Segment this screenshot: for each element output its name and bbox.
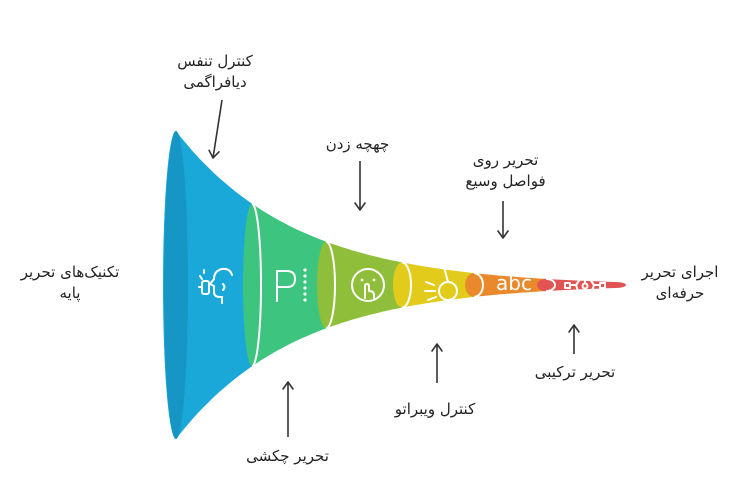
arrow-combined xyxy=(568,324,580,354)
label-diaphragm-line-2: دیافراگمی xyxy=(183,73,247,91)
arrow-vibrato xyxy=(431,343,443,383)
funnel-segment-wide-intervals xyxy=(465,272,555,298)
label-combined-line-1: تحریر ترکیبی xyxy=(534,363,616,381)
arrow-whisper xyxy=(354,161,366,211)
left-label-line-2: پایه xyxy=(59,284,81,302)
right-label-line-1: اجرای تحریر xyxy=(641,263,719,281)
abc-text-icon: abc xyxy=(495,271,534,302)
whisper-face-icon xyxy=(351,268,385,302)
label-whisper: چهچه زدن xyxy=(300,134,415,155)
funnel-segment-glide xyxy=(243,202,335,368)
label-wide-intervals-line-1: تحریر روی xyxy=(472,151,539,169)
label-diaphragm-line-1: کنترل تنفس xyxy=(177,52,253,70)
pitch-dots-icon xyxy=(276,268,307,302)
label-glide-line-1: تحریر چکشی xyxy=(246,447,329,465)
pen-tool-icon xyxy=(564,271,606,302)
label-vibrato-line-1: کنترل ویبراتو xyxy=(394,400,476,418)
label-vibrato: کنترل ویبراتو xyxy=(370,399,500,420)
arrow-wide-intervals xyxy=(497,201,509,239)
label-whisper-line-1: چهچه زدن xyxy=(325,135,390,153)
left-label-line-1: تکنیک‌های تحریر xyxy=(20,263,120,281)
breathing-face-icon xyxy=(198,267,233,304)
left-label: تکنیک‌های تحریر پایه xyxy=(0,262,140,304)
svg-text:abc: abc xyxy=(496,271,532,295)
funnel-segment-vibrato xyxy=(393,261,483,309)
funnel-segment-whisper xyxy=(317,240,411,330)
arrow-diaphragm xyxy=(208,99,223,159)
label-diaphragm: کنترل تنفس دیافراگمی xyxy=(150,51,280,93)
funnel-segment-combined xyxy=(537,277,626,293)
label-combined: تحریر ترکیبی xyxy=(515,362,635,383)
label-wide-intervals: تحریر روی فواصل وسیع xyxy=(438,150,573,192)
right-label-line-2: حرفه‌ای xyxy=(655,284,705,302)
right-label: اجرای تحریر حرفه‌ای xyxy=(620,262,740,304)
label-glide: تحریر چکشی xyxy=(225,446,350,467)
arrow-glide xyxy=(282,381,294,437)
wrecking-ball-icon xyxy=(424,264,458,301)
label-wide-intervals-line-2: فواصل وسیع xyxy=(465,172,546,190)
